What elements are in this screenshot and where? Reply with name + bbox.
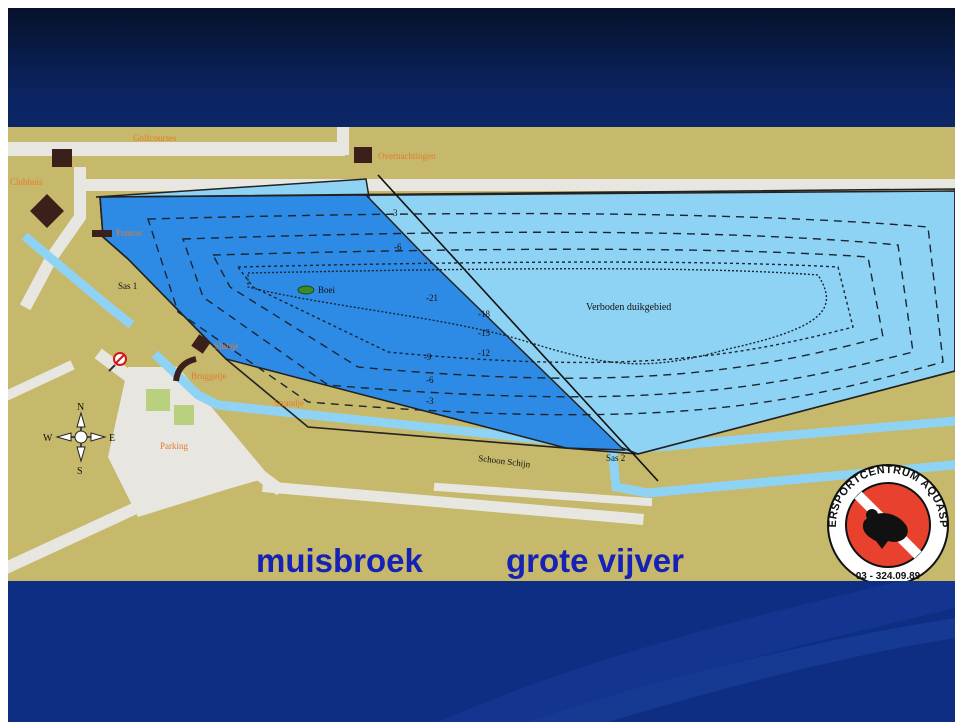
label-sluisje: Sluisje bbox=[214, 341, 239, 351]
depth-label: -12 bbox=[478, 348, 490, 358]
badge-phone: 03 - 324.09.89 bbox=[856, 571, 921, 581]
slide-sheen bbox=[438, 568, 955, 722]
depth-label: -6 bbox=[394, 242, 402, 252]
label-verboden: Verboden duikgebied bbox=[586, 302, 671, 313]
compass-e: E bbox=[109, 433, 115, 444]
label-strandje: Strandje bbox=[274, 398, 304, 408]
depth-contours bbox=[147, 212, 944, 416]
depth-label: -21 bbox=[426, 293, 438, 303]
building-top-middle bbox=[354, 147, 372, 163]
label-sas1: Sas 1 bbox=[118, 281, 137, 291]
parking-grass-2 bbox=[174, 405, 194, 425]
depth-label: -15 bbox=[478, 328, 490, 338]
slide-background: N S W E Golfcourses Overnachtingen Clubh… bbox=[8, 8, 955, 722]
depth-label: -9 bbox=[424, 352, 432, 362]
bruggetje-bridge bbox=[173, 356, 197, 382]
building-clubhuis bbox=[30, 194, 64, 228]
parking-grass-1 bbox=[146, 389, 170, 411]
sluisje-building bbox=[191, 334, 211, 354]
boei-buoy bbox=[297, 285, 315, 295]
depth-label: -3 bbox=[426, 396, 434, 406]
label-clubhuis: Clubhuis bbox=[10, 177, 43, 187]
building-top-left bbox=[52, 149, 72, 167]
depth-label: -6 bbox=[426, 375, 434, 385]
compass-rose-icon: N S W E bbox=[43, 402, 115, 477]
label-parking: Parking bbox=[160, 441, 188, 451]
diver-icon bbox=[862, 513, 908, 549]
depth-label: -3 bbox=[390, 208, 398, 218]
aquasport-badge: WATERSPORTCENTRUM AQUASPORT 03 - 324.09.… bbox=[827, 464, 949, 581]
map-drawing: N S W E Golfcourses Overnachtingen Clubh… bbox=[8, 127, 955, 581]
depth-label: -18 bbox=[478, 309, 490, 319]
label-sas2: Sas 2 bbox=[606, 453, 625, 463]
ponton-dock bbox=[92, 230, 112, 237]
label-top-left-road: Golfcourses bbox=[133, 133, 177, 143]
label-ponton: Ponton bbox=[116, 228, 142, 238]
compass-s: S bbox=[77, 466, 83, 477]
label-naar-noorderlaan: Naar Noorderlaan bbox=[66, 507, 128, 546]
label-boei: Boei bbox=[318, 285, 335, 295]
map-title-left: muisbroek bbox=[256, 542, 423, 579]
dive-site-map: N S W E Golfcourses Overnachtingen Clubh… bbox=[8, 127, 955, 581]
compass-n: N bbox=[77, 402, 84, 413]
label-bruggetje: Bruggetje bbox=[191, 371, 227, 381]
map-title-right: grote vijver bbox=[506, 542, 684, 579]
label-schoon-schijn: Schoon Schijn bbox=[478, 453, 532, 469]
compass-w: W bbox=[43, 433, 53, 444]
label-top-right-road: Overnachtingen bbox=[378, 151, 436, 161]
